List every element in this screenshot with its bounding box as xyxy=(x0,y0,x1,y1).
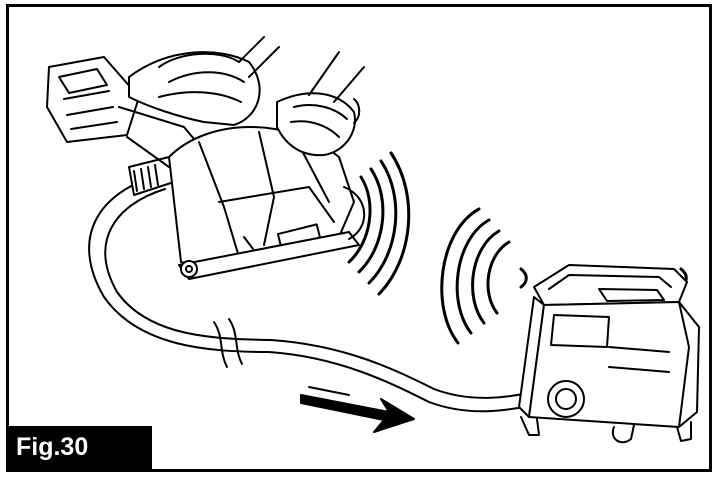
figure-label: Fig.30 xyxy=(9,426,152,469)
direction-arrow xyxy=(300,386,415,433)
figure-frame: Fig.30 xyxy=(6,4,712,472)
figure-illustration xyxy=(46,36,700,444)
saw-vibration-waves xyxy=(347,151,411,296)
dust-extractor xyxy=(518,264,700,444)
circular-saw xyxy=(46,36,366,280)
